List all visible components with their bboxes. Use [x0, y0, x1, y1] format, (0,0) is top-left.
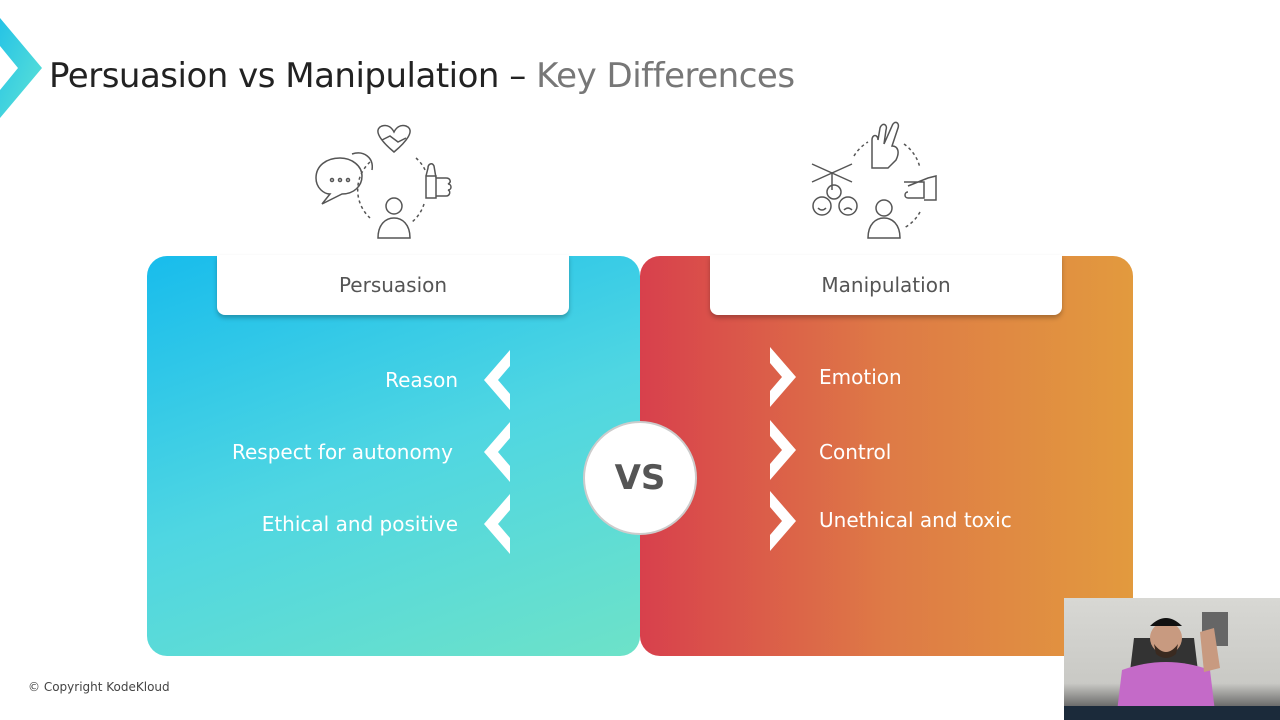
- presenter-webcam: [1064, 598, 1280, 720]
- chevron-right-icon: [770, 347, 796, 407]
- kodekloud-logo-chevron: [0, 18, 42, 118]
- presenter-video-frame: [1064, 612, 1280, 720]
- title-main: Persuasion vs Manipulation –: [49, 56, 537, 96]
- persuasion-item: Ethical and positive: [261, 512, 458, 536]
- copyright: © Copyright KodeKloud: [28, 680, 170, 694]
- chevron-left-icon: [484, 422, 510, 482]
- persuasion-panel: [147, 256, 640, 656]
- vs-badge: VS: [583, 421, 697, 535]
- persuasion-item: Reason: [385, 368, 458, 392]
- persuasion-cycle-icon: [315, 124, 452, 239]
- chevron-left-icon: [484, 350, 510, 410]
- persuasion-header: Persuasion: [217, 255, 569, 315]
- persuasion-item: Respect for autonomy: [231, 440, 453, 464]
- manipulation-panel: [640, 256, 1133, 656]
- manipulation-item: Control: [819, 440, 892, 464]
- chevron-right-icon: [770, 491, 796, 551]
- manipulation-item: Unethical and toxic: [819, 508, 1012, 532]
- manipulation-item: Emotion: [819, 365, 902, 389]
- chevron-left-icon: [484, 494, 510, 554]
- page-title: Persuasion vs Manipulation – Key Differe…: [49, 56, 795, 96]
- title-subtitle: Key Differences: [536, 56, 795, 96]
- manipulation-cycle-icon: [811, 121, 937, 239]
- chevron-right-icon: [770, 420, 796, 480]
- manipulation-header: Manipulation: [710, 255, 1062, 315]
